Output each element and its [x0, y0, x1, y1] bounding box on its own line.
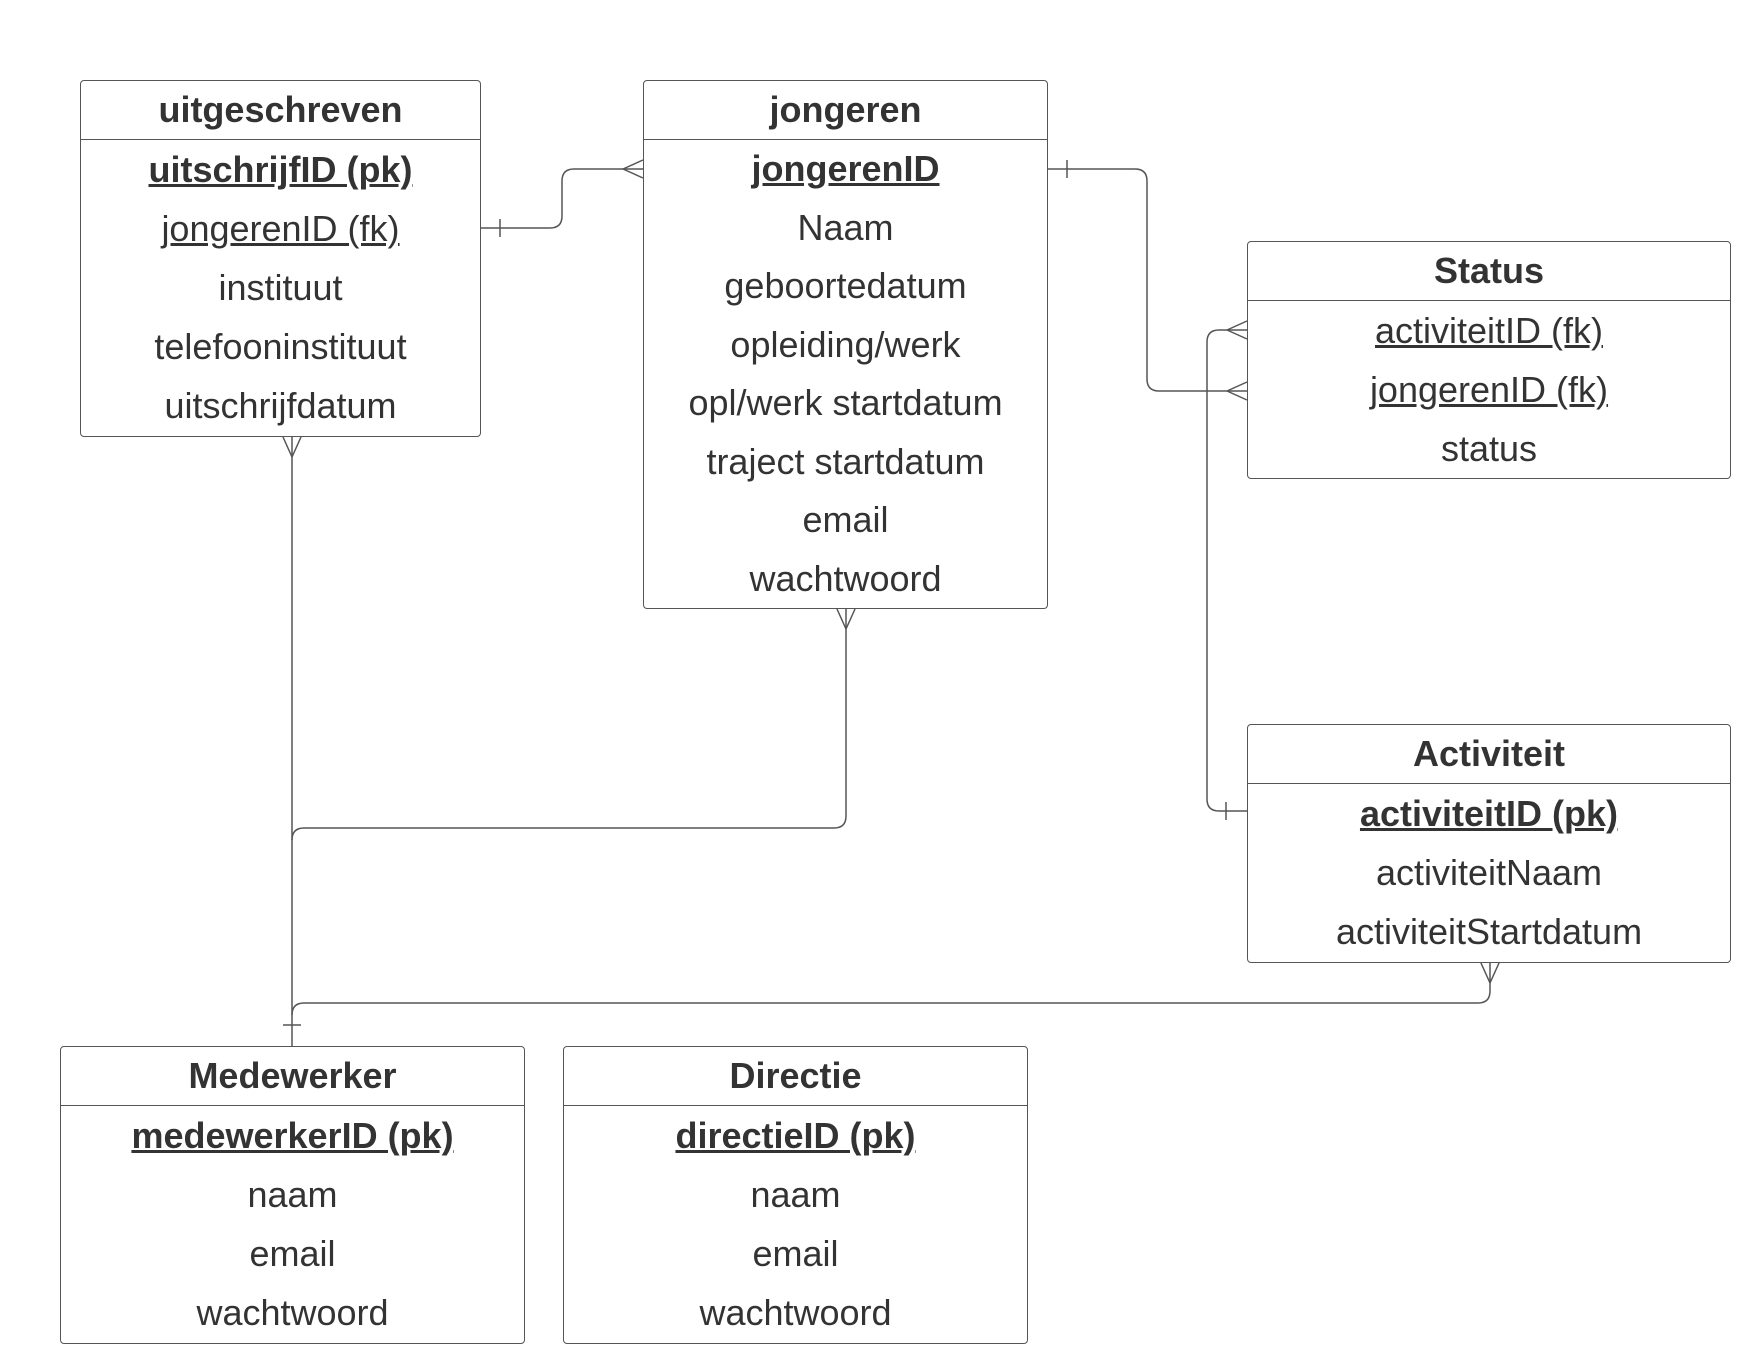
entity-title: uitgeschreven — [81, 81, 480, 140]
entity-jongeren[interactable]: jongeren jongerenID Naam geboortedatum o… — [643, 80, 1048, 609]
attribute-activiteitnaam: activiteitNaam — [1375, 852, 1603, 893]
connector-uitgeschreven-jongeren — [481, 168, 643, 229]
attribute-status: status — [1440, 428, 1538, 469]
connector-medewerker-activiteit — [291, 963, 1491, 1016]
entity-title: Directie — [564, 1047, 1027, 1106]
attribute-traject-startdatum: traject startdatum — [706, 440, 985, 482]
connector-jongeren-status — [1048, 168, 1247, 392]
crowfoot-many-marker — [1226, 320, 1248, 340]
entity-directie[interactable]: Directie directieID (pk) naam email wach… — [563, 1046, 1028, 1344]
attribute-directieid-pk: directieID (pk) — [675, 1115, 916, 1156]
crowfoot-many-marker — [836, 608, 856, 630]
connector-medewerker-jongeren — [291, 609, 847, 841]
attribute-wachtwoord: wachtwoord — [196, 1292, 389, 1333]
attribute-jongerenid-pk: jongerenID — [751, 148, 940, 189]
entity-title: jongeren — [644, 81, 1047, 140]
attribute-activiteitid-pk: activiteitID (pk) — [1359, 793, 1619, 834]
crowfoot-many-marker — [1226, 381, 1248, 401]
attribute-opleiding-werk: opleiding/werk — [730, 323, 961, 365]
attribute-medewerkerid-pk: medewerkerID (pk) — [131, 1115, 454, 1156]
attribute-wachtwoord: wachtwoord — [749, 557, 942, 599]
entity-activiteit[interactable]: Activiteit activiteitID (pk) activiteitN… — [1247, 724, 1731, 963]
entity-title: Activiteit — [1248, 725, 1730, 784]
attribute-telefooninstituut: telefooninstituut — [154, 326, 407, 367]
entity-uitgeschreven[interactable]: uitgeschreven uitschrijfID (pk) jongeren… — [80, 80, 481, 437]
connector-activiteit-status — [1206, 329, 1247, 812]
attribute-jongerenid-fk: jongerenID (fk) — [1369, 369, 1609, 410]
entity-status[interactable]: Status activiteitID (fk) jongerenID (fk)… — [1247, 241, 1731, 479]
attribute-instituut: instituut — [218, 267, 343, 308]
attribute-uitschrijfdatum: uitschrijfdatum — [164, 385, 397, 426]
crowfoot-many-marker — [622, 159, 644, 179]
attribute-email: email — [802, 499, 889, 540]
attribute-naam: Naam — [797, 206, 894, 248]
attribute-uitschrijfid-pk: uitschrijfID (pk) — [148, 149, 413, 190]
attribute-email: email — [249, 1233, 336, 1274]
entity-medewerker[interactable]: Medewerker medewerkerID (pk) naam email … — [60, 1046, 525, 1344]
attribute-naam: naam — [750, 1174, 841, 1215]
attribute-opl-werk-startdatum: opl/werk startdatum — [688, 382, 1003, 423]
attribute-wachtwoord: wachtwoord — [699, 1292, 892, 1333]
attribute-email: email — [752, 1233, 839, 1274]
entity-title: Medewerker — [61, 1047, 524, 1106]
attribute-activiteitstartdatum: activiteitStartdatum — [1335, 911, 1643, 952]
attribute-activiteitid-fk: activiteitID (fk) — [1374, 310, 1604, 351]
crowfoot-many-marker — [1480, 962, 1500, 984]
attribute-jongerenid-fk: jongerenID (fk) — [161, 208, 400, 249]
crowfoot-many-marker — [282, 436, 302, 458]
attribute-geboortedatum: geboortedatum — [724, 265, 967, 306]
attribute-naam: naam — [247, 1174, 338, 1215]
entity-title: Status — [1248, 242, 1730, 301]
